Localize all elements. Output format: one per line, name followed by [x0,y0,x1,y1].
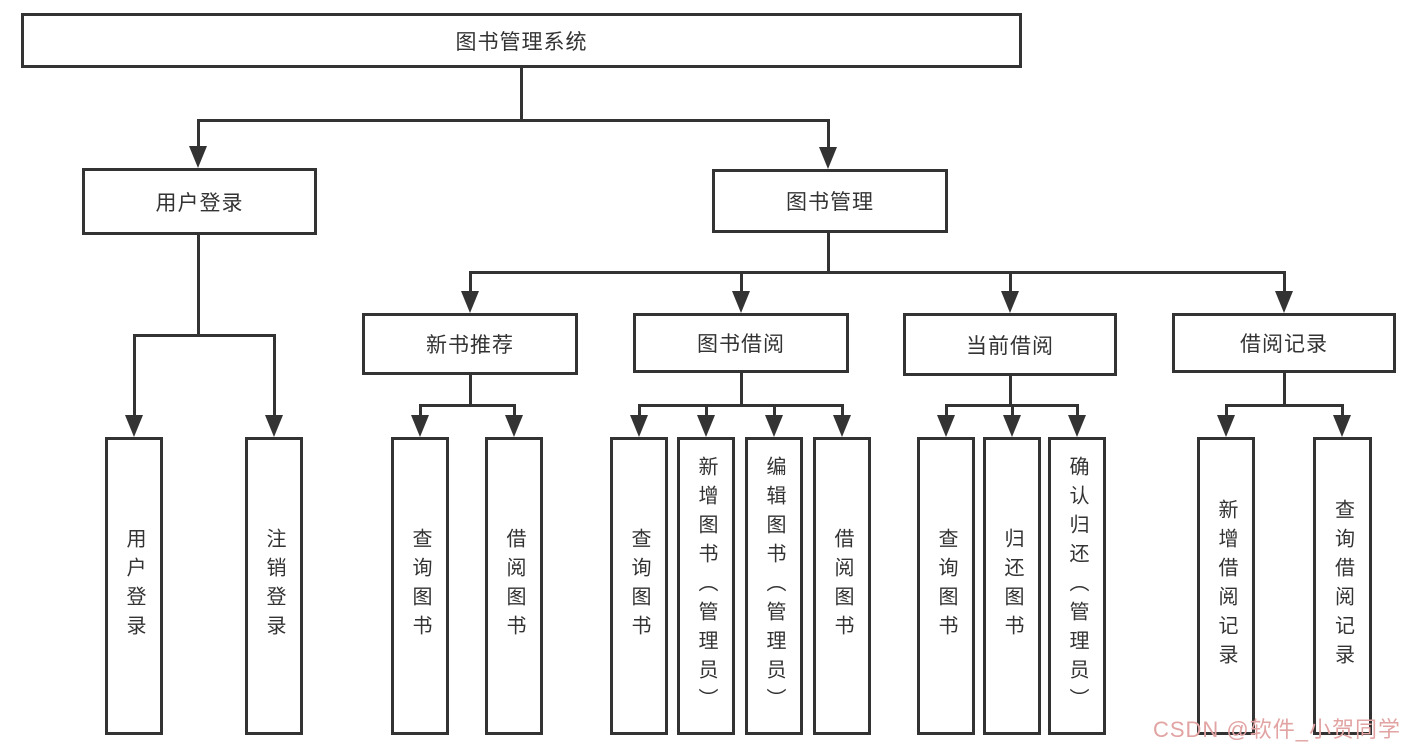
leaf-query-book-b-label: 查询图书 [628,528,650,644]
arrow-down-icon [461,291,479,313]
leaf-edit-book-admin: 编辑图书（管理员） [745,437,803,735]
node-root-label: 图书管理系统 [455,30,588,54]
connector-line [1341,405,1344,420]
connector-line [773,405,776,420]
leaf-return-book: 归还图书 [983,437,1041,735]
arrow-down-icon [697,415,715,437]
connector-line [469,271,1286,274]
leaf-logout: 注销登录 [245,437,303,735]
leaf-user-login: 用户登录 [105,437,163,735]
arrow-down-icon [937,415,955,437]
arrow-down-icon [765,415,783,437]
leaf-query-book-a-label: 查询图书 [409,528,431,644]
arrow-down-icon [125,415,143,437]
connector-line [197,235,200,337]
node-user-login-label: 用户登录 [155,191,244,215]
connector-line [1011,405,1014,420]
connector-line [1225,405,1228,420]
node-borrow-record: 借阅记录 [1172,313,1396,373]
node-root: 图书管理系统 [21,13,1022,68]
node-book-management: 图书管理 [712,169,948,233]
leaf-query-book-a: 查询图书 [391,437,449,735]
node-book-borrow-label: 图书借阅 [697,333,785,356]
connector-line [419,404,516,407]
leaf-query-book-b: 查询图书 [610,437,668,735]
connector-line [133,335,136,420]
connector-line [638,405,641,420]
arrow-down-icon [732,291,750,313]
arrow-down-icon [505,415,523,437]
arrow-down-icon [1003,415,1021,437]
csdn-watermark: CSDN @软件_小贺同学 [1152,717,1401,742]
arrow-down-icon [819,147,837,169]
leaf-borrow-book-a: 借阅图书 [485,437,543,735]
leaf-return-book-label: 归还图书 [1001,528,1023,644]
connector-line [1283,372,1286,407]
arrow-down-icon [265,415,283,437]
arrow-down-icon [189,146,207,168]
connector-line [705,405,708,420]
connector-line [1076,405,1079,420]
connector-line [827,120,830,148]
connector-line [1009,272,1012,295]
leaf-query-borrow-record-label: 查询借阅记录 [1331,499,1354,673]
connector-line [469,375,472,407]
connector-line [1283,272,1286,295]
connector-line [841,405,844,420]
leaf-borrow-book-b-label: 借阅图书 [831,528,853,644]
connector-line [1009,376,1012,407]
leaf-edit-book-admin-label: 编辑图书（管理员） [763,455,785,717]
node-book-borrow: 图书借阅 [633,313,849,373]
node-new-book-recommend-label: 新书推荐 [426,334,514,357]
arrow-down-icon [1275,291,1293,313]
connector-line [513,405,516,420]
leaf-add-book-admin: 新增图书（管理员） [677,437,735,735]
leaf-user-login-label: 用户登录 [123,528,145,644]
leaf-confirm-return-admin: 确认归还（管理员） [1048,437,1106,735]
connector-line [197,120,200,148]
connector-line [740,373,743,407]
connector-line [1225,404,1344,407]
arrow-down-icon [833,415,851,437]
leaf-borrow-book-b: 借阅图书 [813,437,871,735]
connector-line [469,272,472,295]
connector-line [827,233,830,274]
leaf-add-book-admin-label: 新增图书（管理员） [695,455,717,717]
arrow-down-icon [411,415,429,437]
leaf-borrow-book-a-label: 借阅图书 [503,528,525,644]
node-new-book-recommend: 新书推荐 [362,313,578,375]
connector-line [740,272,743,295]
connector-line [945,405,948,420]
connector-line [520,68,523,121]
arrow-down-icon [1217,415,1235,437]
connector-line [638,404,844,407]
leaf-add-borrow-record-label: 新增借阅记录 [1215,499,1237,673]
connector-line [197,119,830,122]
node-borrow-record-label: 借阅记录 [1240,333,1328,356]
connector-line [273,335,276,420]
connector-line [133,334,276,337]
connector-line [419,405,422,420]
leaf-add-borrow-record: 新增借阅记录 [1197,437,1255,735]
arrow-down-icon [1068,415,1086,437]
leaf-query-book-c: 查询图书 [917,437,975,735]
leaf-query-book-c-label: 查询图书 [935,528,957,644]
node-user-login: 用户登录 [82,168,317,235]
node-current-borrow-label: 当前借阅 [966,334,1054,358]
leaf-confirm-return-admin-label: 确认归还（管理员） [1066,455,1088,717]
node-current-borrow: 当前借阅 [903,313,1117,376]
leaf-query-borrow-record: 查询借阅记录 [1313,437,1372,735]
arrow-down-icon [1333,415,1351,437]
connector-line [945,404,1079,407]
arrow-down-icon [630,415,648,437]
leaf-logout-label: 注销登录 [263,528,285,644]
node-book-management-label: 图书管理 [786,191,874,214]
arrow-down-icon [1001,291,1019,313]
